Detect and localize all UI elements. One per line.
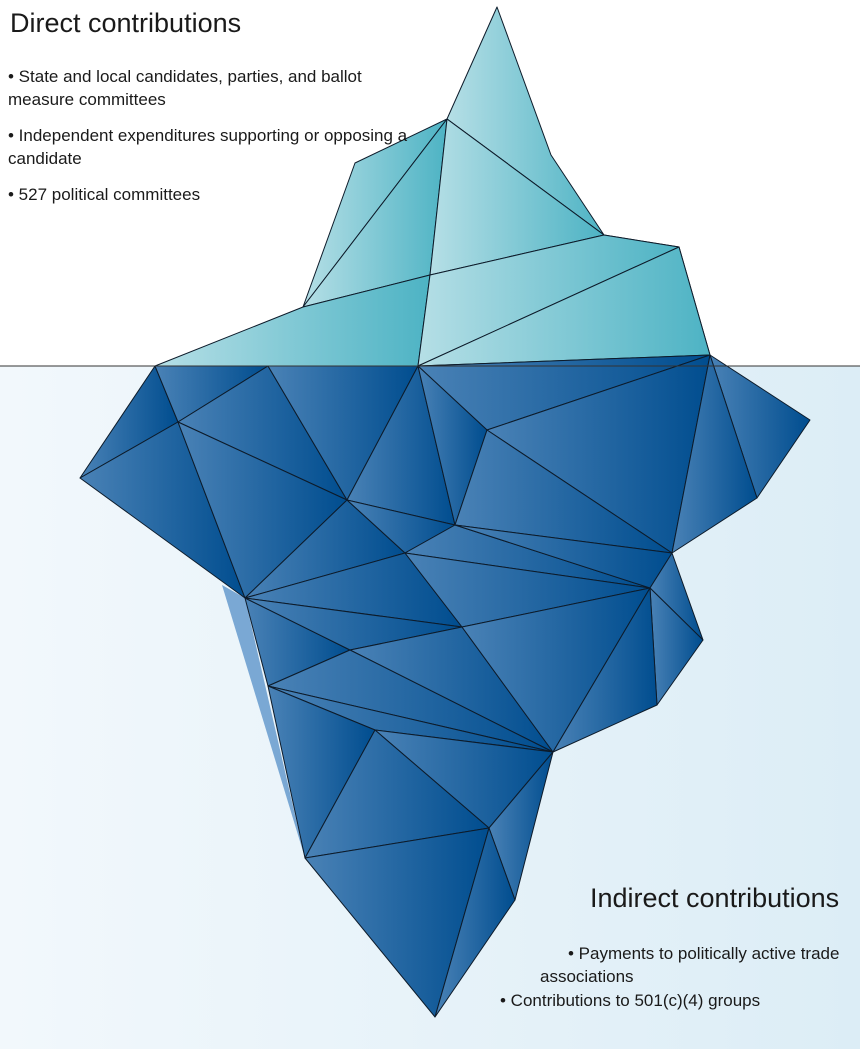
indirect-contributions-heading: Indirect contributions (590, 883, 840, 913)
indirect-contributions-list: • Payments to politically active trade a… (500, 942, 860, 1013)
list-item: • Contributions to 501(c)(4) groups (500, 991, 761, 1010)
direct-contributions-heading: Direct contributions (10, 8, 242, 38)
list-item: • State and local candidates, parties, a… (8, 67, 362, 109)
iceberg-side-face (222, 585, 305, 858)
list-item: • 527 political committees (8, 185, 201, 204)
iceberg-facet (552, 587, 658, 753)
direct-contributions-list: • State and local candidates, parties, a… (8, 65, 418, 219)
list-item: • Independent expenditures supporting or… (8, 126, 408, 168)
iceberg-facet (671, 354, 758, 554)
iceberg-facet (154, 274, 431, 367)
iceberg-submerged (79, 354, 811, 1018)
list-item: • Payments to politically active trade a… (540, 944, 840, 986)
iceberg-tip (154, 6, 711, 367)
iceberg-facet (434, 827, 516, 1018)
